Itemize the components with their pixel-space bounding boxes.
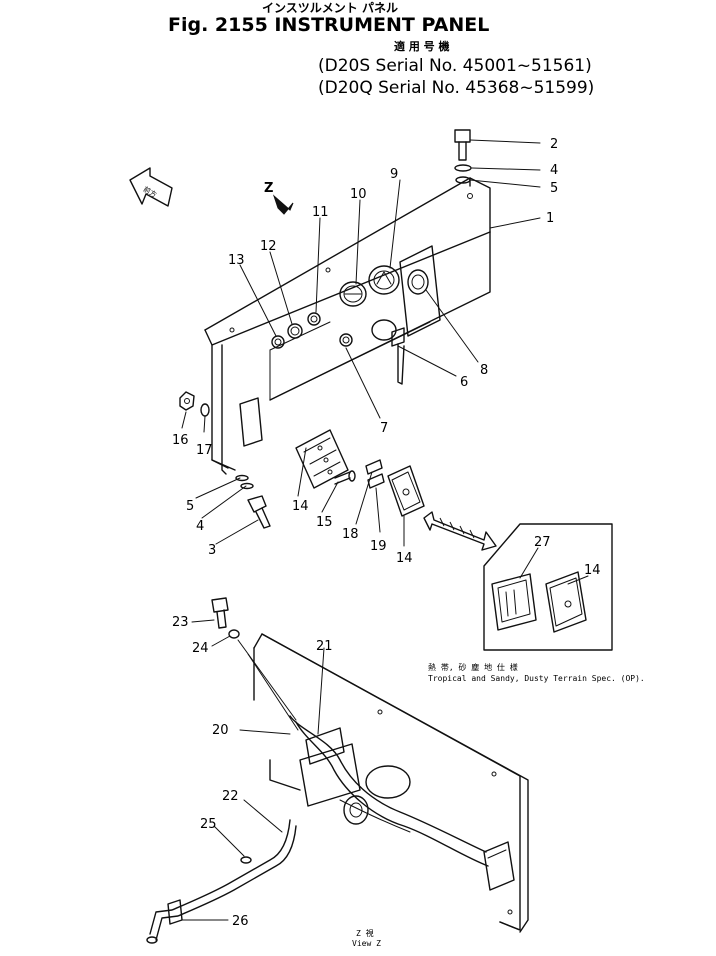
callout-6: 6 (460, 375, 468, 390)
kana-title: インスツルメント パネル (262, 1, 398, 15)
nut-16 (179, 391, 195, 411)
callout-20: 20 (212, 723, 229, 738)
washer-5b (235, 474, 249, 482)
callout-2: 2 (550, 137, 558, 152)
instrument-panel (204, 177, 491, 475)
applicable-label: 適 用 号 機 (394, 39, 450, 53)
cover-14 (387, 465, 425, 517)
gauge-8 (399, 245, 441, 337)
rear-panel-view-z (253, 633, 529, 933)
bushing-18 (365, 459, 383, 475)
callout-25: 25 (200, 817, 217, 832)
exchange-arrow-icon (423, 511, 497, 551)
clamp-26 (167, 899, 183, 925)
callout-8: 8 (480, 363, 488, 378)
switch-7 (339, 333, 353, 347)
callout-17: 17 (196, 443, 213, 458)
callout-1: 1 (546, 211, 554, 226)
callout-21: 21 (316, 639, 333, 654)
view-arrow-icon (272, 194, 294, 215)
cable-25 (155, 825, 297, 941)
terminal-block-14 (295, 429, 349, 489)
serial-d20s: (D20S Serial No. 45001~51561) (318, 56, 592, 76)
key-switch-6 (371, 319, 405, 385)
callout-14: 14 (292, 499, 309, 514)
callout-10: 10 (350, 187, 367, 202)
view-label-en: View Z (352, 939, 381, 948)
gauge-10 (339, 281, 367, 307)
bushing-19 (367, 473, 385, 489)
leader-lines (181, 139, 589, 921)
device-21 (299, 727, 369, 825)
callout-14c: 14 (584, 563, 601, 578)
lamp-11 (307, 312, 321, 326)
callout-5: 5 (550, 181, 558, 196)
callout-18: 18 (342, 527, 359, 542)
washer-24 (228, 629, 240, 639)
callout-24: 24 (192, 641, 209, 656)
lamp-12 (287, 323, 303, 339)
callout-9: 9 (390, 167, 398, 182)
callout-12: 12 (260, 239, 277, 254)
callout-19: 19 (370, 539, 387, 554)
callout-15: 15 (316, 515, 333, 530)
wiring-harness-20 (289, 715, 489, 867)
washer-17 (200, 403, 210, 417)
option-detail-box (483, 523, 613, 651)
view-marker-z: Z (264, 181, 273, 196)
cable-end (146, 936, 158, 944)
callout-22: 22 (222, 789, 239, 804)
callout-4: 4 (550, 163, 558, 178)
callout-11: 11 (312, 205, 329, 220)
callout-27: 27 (534, 535, 551, 550)
bolt-2 (454, 129, 471, 161)
callout-7: 7 (380, 421, 388, 436)
direction-arrow-icon: 前方 (129, 167, 173, 207)
figure-title: Fig. 2155 INSTRUMENT PANEL (168, 14, 489, 36)
callout-14b: 14 (396, 551, 413, 566)
grommet-25 (240, 856, 252, 864)
gauge-9 (368, 265, 400, 295)
bolt-3 (247, 495, 271, 529)
washer-4 (454, 164, 472, 172)
bracket (239, 397, 263, 447)
callout-23: 23 (172, 615, 189, 630)
callout-5b: 5 (186, 499, 194, 514)
serial-d20q: (D20Q Serial No. 45368~51599) (318, 78, 594, 98)
callout-4b: 4 (196, 519, 204, 534)
view-label-jp: Z 視 (356, 929, 374, 938)
callout-26: 26 (232, 914, 249, 929)
callout-13: 13 (228, 253, 245, 268)
callout-16: 16 (172, 433, 189, 448)
option-note-jp: 熱 帯, 砂 塵 地 仕 様 (428, 662, 518, 672)
cable-22 (149, 819, 291, 935)
lamp-13 (271, 335, 285, 349)
bolt-23 (211, 597, 229, 629)
washer-4b (240, 482, 254, 490)
option-note-en: Tropical and Sandy, Dusty Terrain Spec. … (428, 674, 645, 683)
callout-3: 3 (208, 543, 216, 558)
